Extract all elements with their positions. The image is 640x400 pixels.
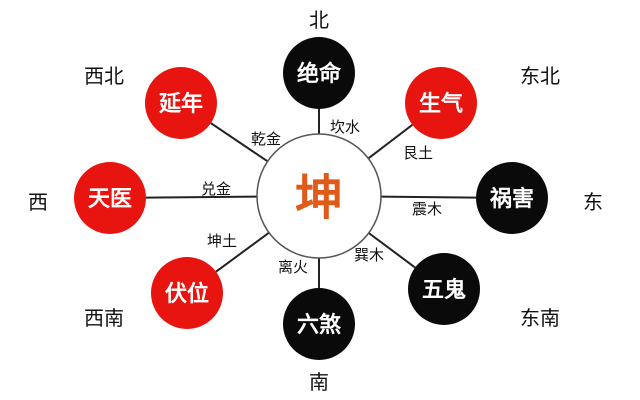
node-label-ne: 生气 (419, 91, 463, 117)
node-label-e: 祸害 (490, 186, 534, 212)
trigram-label-ne: 艮土 (403, 144, 433, 162)
node-circle-ne (405, 67, 477, 139)
node-label-w: 天医 (88, 187, 132, 212)
node-circle-se (408, 253, 480, 325)
trigram-label-n: 坎水 (330, 118, 360, 136)
node-label-s: 六煞 (297, 312, 342, 338)
node-circle-w (74, 162, 146, 234)
direction-label-ne: 东北 (520, 64, 560, 88)
direction-label-n: 北 (309, 8, 329, 32)
center-label: 坤 (295, 170, 343, 226)
trigram-label-nw: 乾金 (251, 130, 281, 148)
direction-label-e: 东 (583, 190, 603, 214)
direction-label-sw: 西南 (84, 306, 124, 330)
spoke-w (145, 195, 258, 199)
trigram-label-w: 兑金 (201, 180, 231, 198)
spoke-e (380, 195, 477, 199)
center-circle (256, 133, 382, 259)
direction-label-se: 东南 (520, 306, 560, 330)
node-circle-nw (145, 67, 217, 139)
node-label-sw: 伏位 (165, 281, 209, 307)
spoke-sw (215, 231, 270, 273)
node-label-nw: 延年 (158, 91, 203, 117)
direction-label-w: 西 (28, 190, 48, 214)
node-label-n: 绝命 (297, 61, 342, 87)
node-circle-sw (151, 257, 223, 329)
node-circle-e (476, 162, 548, 234)
node-circle-s (283, 288, 355, 360)
node-label-se: 五鬼 (422, 277, 466, 303)
trigram-label-sw: 坤土 (207, 232, 237, 250)
direction-label-nw: 西北 (84, 64, 124, 88)
direction-label-s: 南 (309, 370, 329, 394)
spoke-ne (367, 124, 413, 160)
trigram-label-s: 离火 (278, 258, 308, 276)
trigram-label-e: 震木 (412, 200, 442, 218)
spoke-nw (210, 122, 269, 163)
node-circle-n (283, 37, 355, 109)
trigram-label-se: 巽木 (354, 246, 384, 264)
spoke-se (368, 232, 416, 269)
